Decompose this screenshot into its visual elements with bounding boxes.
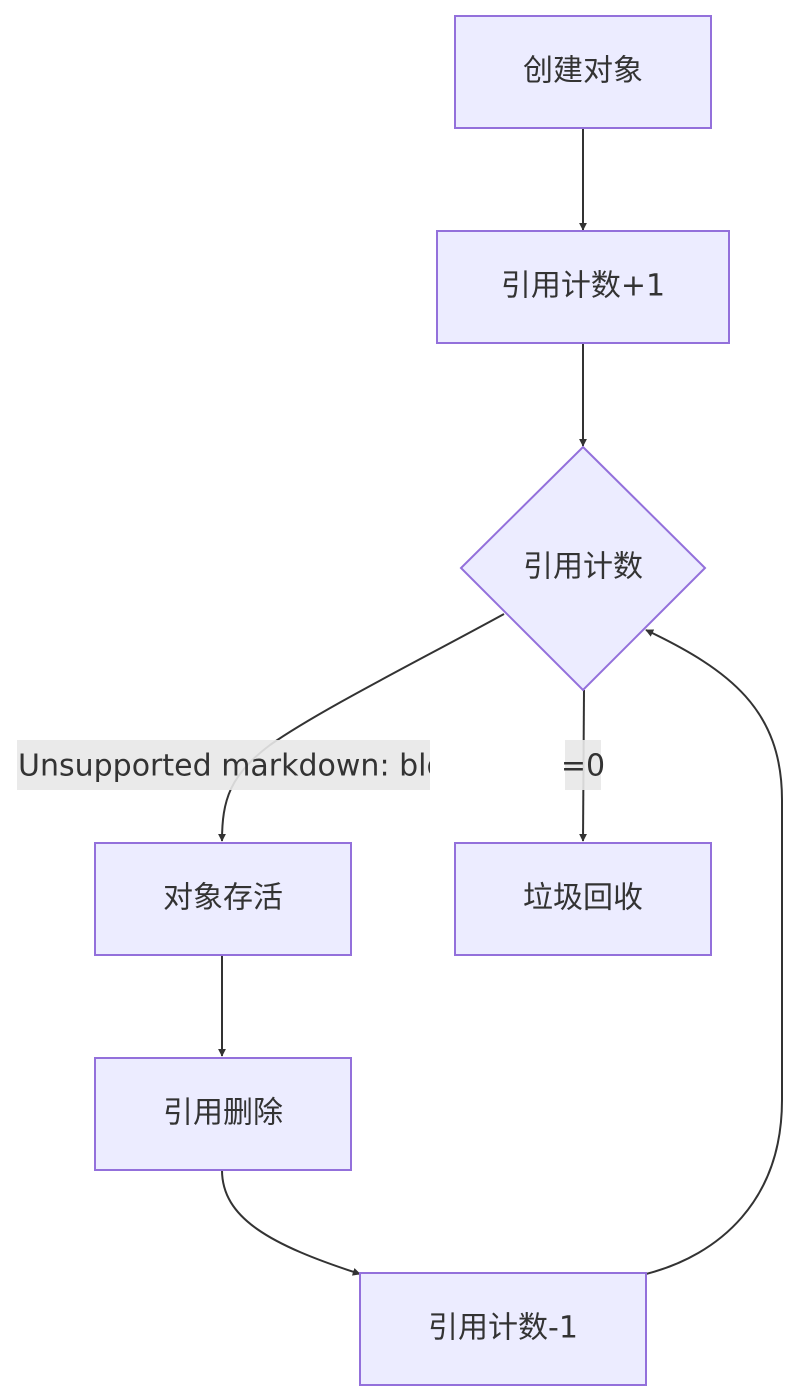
edge-decision-to-alive — [218, 613, 505, 842]
edge-ref-delete-to-ref-dec — [221, 1169, 361, 1276]
node-ref-count-dec: 引用计数-1 — [359, 1272, 647, 1386]
node-ref-delete-label: 引用删除 — [163, 1096, 283, 1131]
node-garbage-collect: 垃圾回收 — [454, 842, 712, 956]
decision-ref-count-label: 引用计数 — [523, 550, 643, 585]
node-ref-delete: 引用删除 — [94, 1057, 352, 1171]
node-create-object: 创建对象 — [454, 15, 712, 129]
node-garbage-collect-label: 垃圾回收 — [523, 881, 643, 916]
edge-label-to-alive: Unsupported markdown: blo — [17, 740, 445, 790]
edge-label-to-alive-text: Unsupported markdown: blo — [18, 749, 445, 784]
edge-label-to-gc-text: =0 — [561, 749, 605, 784]
node-object-alive: 对象存活 — [94, 842, 352, 956]
node-ref-count-dec-label: 引用计数-1 — [428, 1311, 578, 1346]
node-ref-count-inc-label: 引用计数+1 — [501, 269, 665, 304]
decision-ref-count: 引用计数 — [459, 445, 707, 692]
edge-label-to-gc: =0 — [561, 740, 605, 790]
node-object-alive-label: 对象存活 — [163, 881, 283, 916]
node-ref-count-inc: 引用计数+1 — [436, 230, 730, 344]
node-create-object-label: 创建对象 — [523, 54, 643, 89]
edge-ref-dec-to-decision — [645, 629, 783, 1275]
